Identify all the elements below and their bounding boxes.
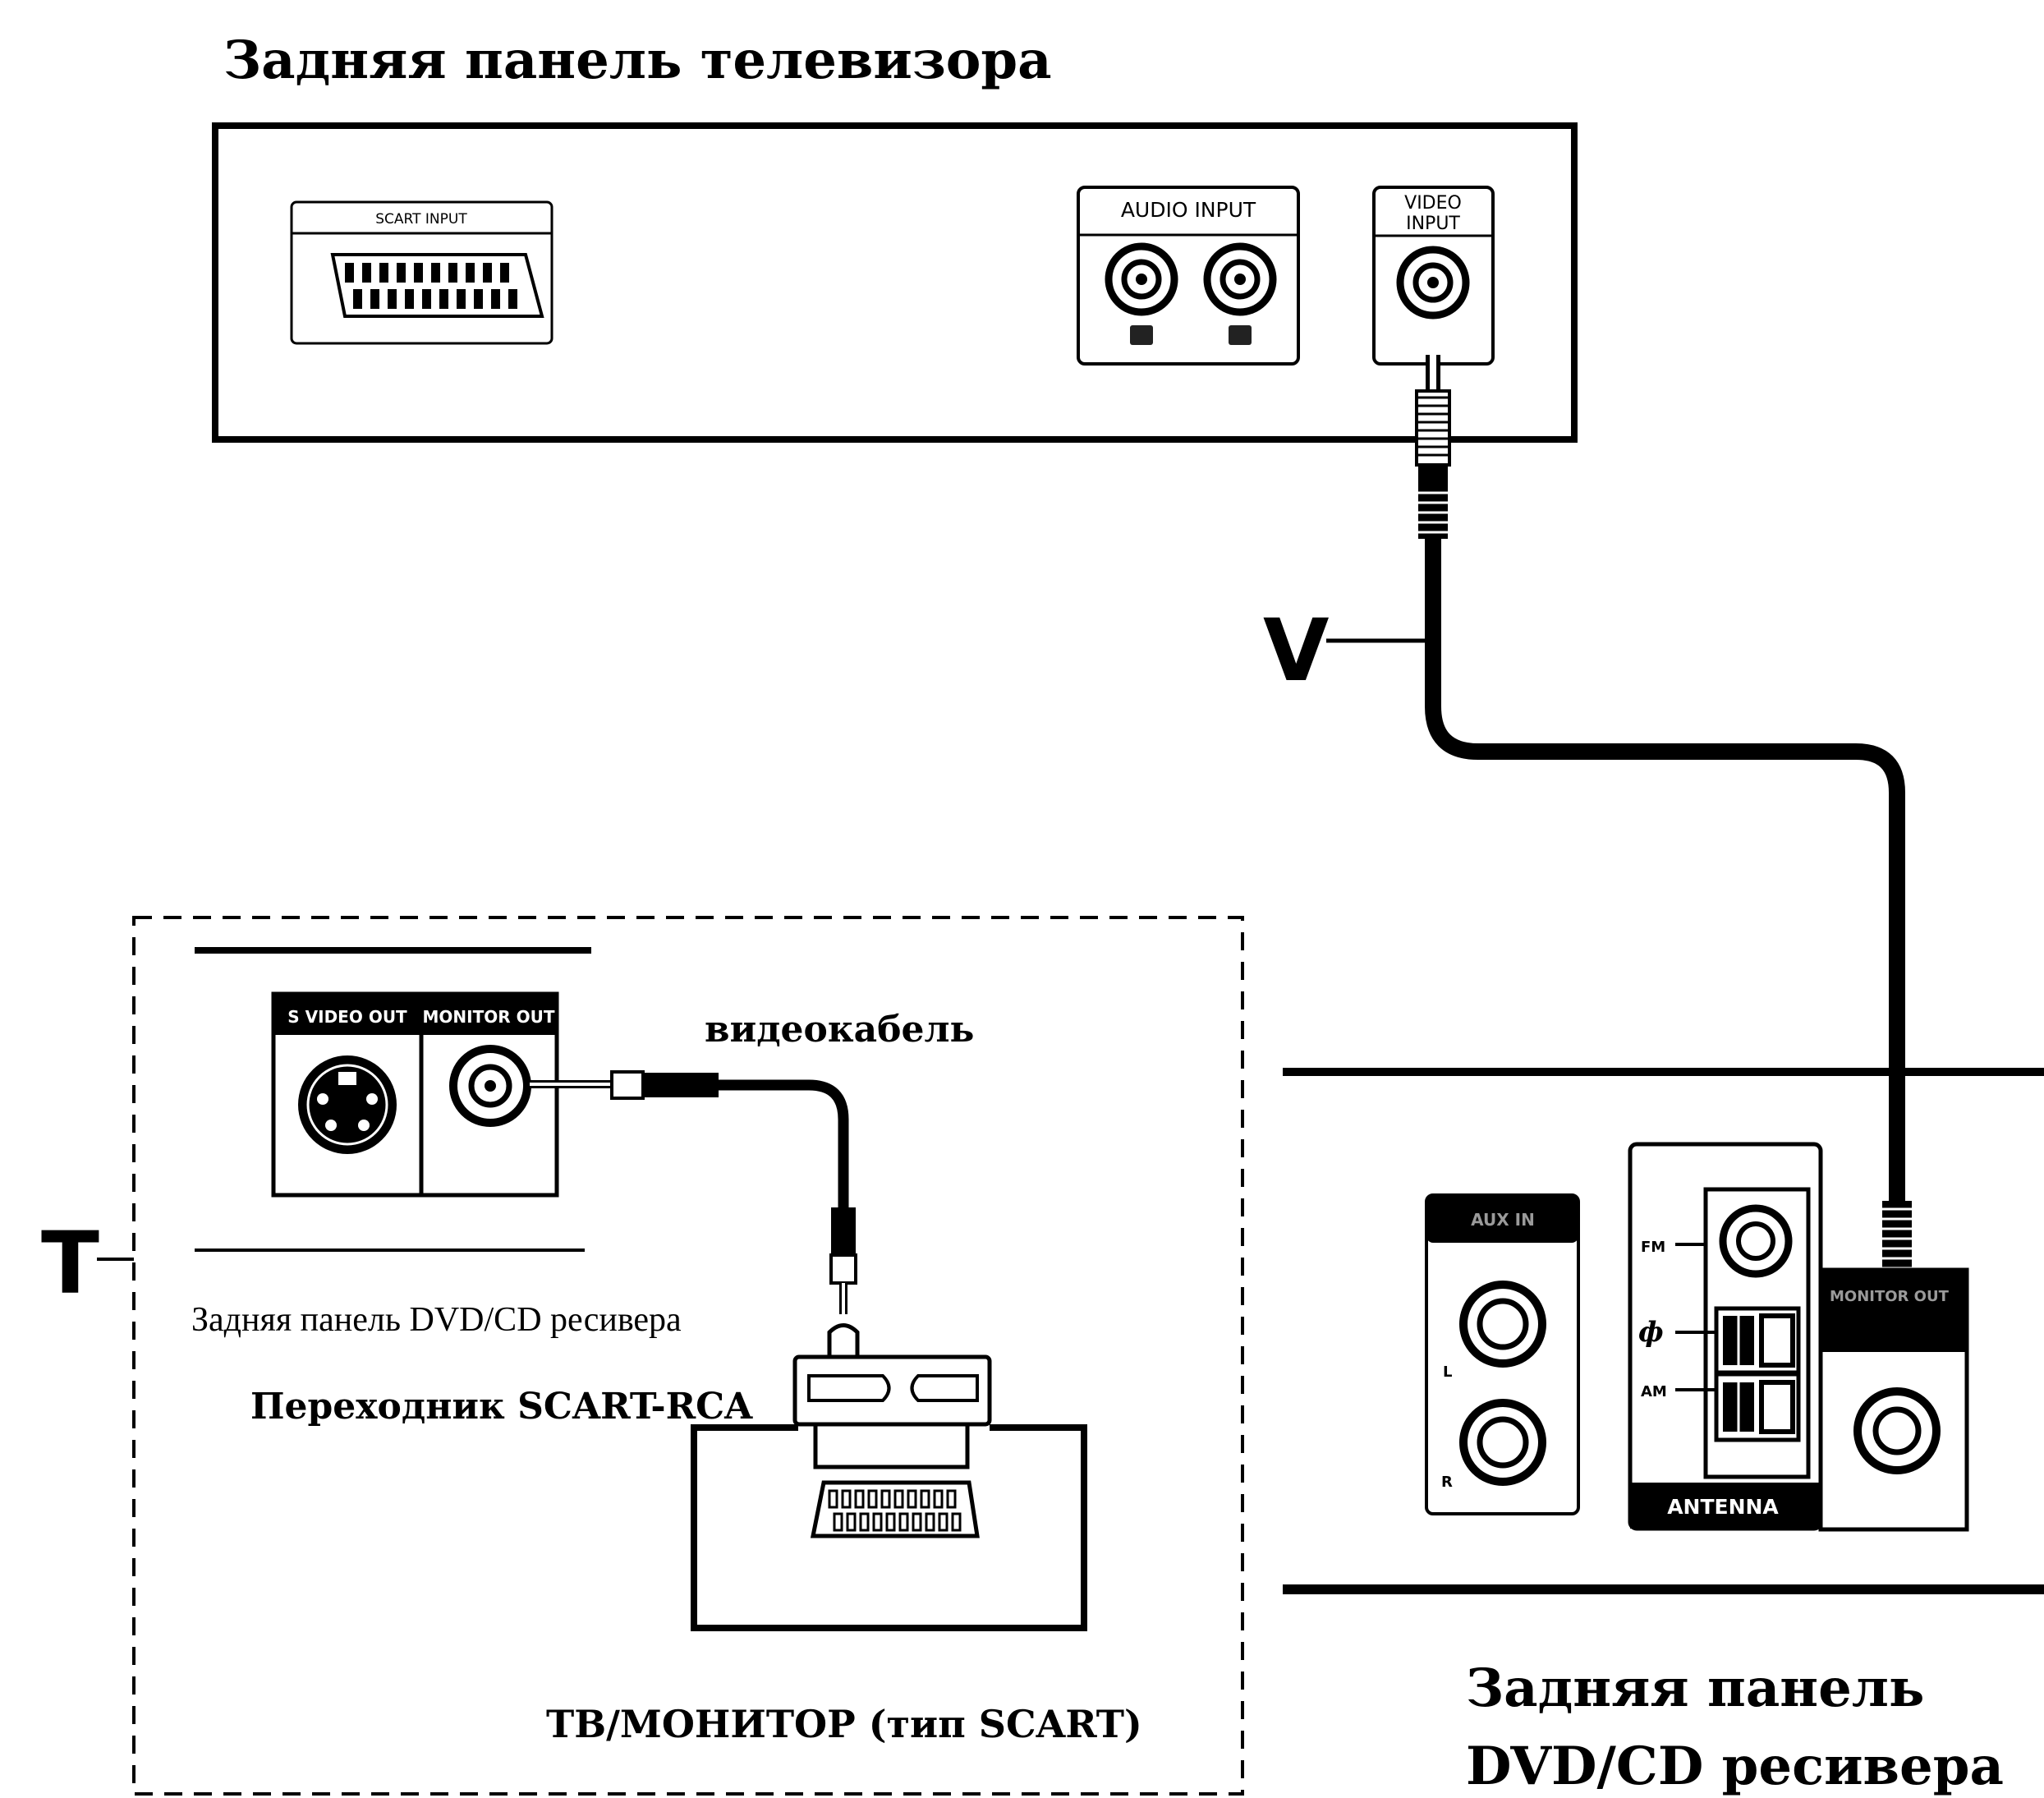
decorative-segment xyxy=(859,1512,870,1532)
scart-tv-label: ТВ/МОНИТОР (тип SCART) xyxy=(546,1702,1142,1746)
rca-jack-icon xyxy=(1459,1281,1546,1368)
decorative-segment xyxy=(508,289,517,309)
v-marker: V xyxy=(1263,600,1330,701)
ground-icon: ф xyxy=(1638,1316,1664,1349)
decorative-segment xyxy=(898,1512,909,1532)
tv-video-label-2: INPUT xyxy=(1406,214,1460,234)
decorative-segment xyxy=(405,289,414,309)
decorative-segment xyxy=(448,263,457,283)
monitor-out-label: MONITOR OUT xyxy=(423,1007,555,1027)
tv-scart-input: SCART INPUT xyxy=(290,200,553,345)
decorative-segment xyxy=(362,263,371,283)
am-terminal-icon xyxy=(1714,1306,1801,1442)
decorative-segment xyxy=(946,1489,957,1509)
monitor-jack-icon xyxy=(449,1045,531,1127)
receiver-monitor-label: MONITOR OUT xyxy=(1830,1288,1950,1305)
decorative-segment xyxy=(828,1489,838,1509)
tv-video-input: VIDEO INPUT xyxy=(1372,186,1495,366)
tv-audio-label: AUDIO INPUT xyxy=(1121,198,1256,222)
decorative-segment xyxy=(483,263,492,283)
rca-plug-top xyxy=(1415,355,1451,539)
decorative-segment xyxy=(388,289,397,309)
decorative-segment xyxy=(938,1512,949,1532)
aux-r-label: R xyxy=(1441,1474,1453,1491)
decorative-segment xyxy=(854,1489,865,1509)
decorative-segment xyxy=(457,289,466,309)
scart-tv xyxy=(691,1424,1087,1631)
decorative-segment xyxy=(833,1512,843,1532)
alternative-connection-box xyxy=(132,916,1244,1796)
decorative-segment xyxy=(841,1489,852,1509)
decorative-segment xyxy=(885,1512,896,1532)
t-marker: T xyxy=(41,1213,99,1313)
rca-jack-icon xyxy=(1203,242,1277,345)
antenna-label: ANTENNA xyxy=(1667,1495,1779,1519)
decorative-segment xyxy=(474,289,483,309)
am-label: AM xyxy=(1641,1383,1667,1400)
svideo-out-label: S VIDEO OUT xyxy=(287,1007,407,1027)
receiver-panel-title-2: DVD/CD ресивера xyxy=(1466,1736,2004,1797)
dvd-output-module: S VIDEO OUT MONITOR OUT xyxy=(271,991,559,1198)
decorative-segment xyxy=(370,289,379,309)
decorative-segment xyxy=(439,289,448,309)
rca-jack-icon xyxy=(1105,242,1178,345)
decorative-segment xyxy=(867,1489,878,1509)
aux-l-label: L xyxy=(1443,1363,1452,1381)
decorative-segment xyxy=(422,289,431,309)
receiver-aux-block: AUX IN L R xyxy=(1425,1193,1580,1515)
rca-jack-icon xyxy=(1459,1399,1546,1486)
aux-label: AUX IN xyxy=(1471,1210,1535,1230)
decorative-segment xyxy=(880,1489,891,1509)
decorative-segment xyxy=(893,1489,904,1509)
decorative-segment xyxy=(907,1489,917,1509)
receiver-antenna-block: ANTENNA FM ф AM xyxy=(1628,1142,1823,1531)
decorative-segment xyxy=(925,1512,935,1532)
decorative-segment xyxy=(872,1512,883,1532)
decorative-segment xyxy=(466,263,475,283)
adapter-label: Переходник SCART-RCA xyxy=(250,1386,753,1428)
decorative-segment xyxy=(491,289,500,309)
decorative-segment xyxy=(951,1512,962,1532)
fm-label: FM xyxy=(1641,1239,1665,1256)
fm-jack-icon xyxy=(1719,1204,1793,1278)
decorative-segment xyxy=(431,263,440,283)
tv-scart-label: SCART INPUT xyxy=(375,211,467,228)
scart-rca-adapter xyxy=(792,1323,992,1469)
rca-jack-icon xyxy=(1396,246,1470,320)
tv-video-label-1: VIDEO xyxy=(1404,193,1462,214)
scart-pins xyxy=(828,1489,962,1532)
decorative-segment xyxy=(912,1512,922,1532)
rca-jack-icon xyxy=(1853,1387,1941,1474)
decorative-segment xyxy=(353,289,362,309)
scart-pins xyxy=(345,263,517,309)
decorative-segment xyxy=(397,263,406,283)
decorative-segment xyxy=(920,1489,930,1509)
video-cable xyxy=(1425,534,1905,1203)
video-cable-label: видеокабель xyxy=(705,1009,974,1051)
svideo-jack-icon xyxy=(298,1055,397,1154)
decorative-segment xyxy=(846,1512,857,1532)
tv-panel-title: Задняя панель телевизора xyxy=(223,30,1052,91)
dvd-panel-label: Задняя панель DVD/CD ресивера xyxy=(191,1301,682,1339)
receiver-panel-title-1: Задняя панель xyxy=(1466,1658,1924,1719)
tv-audio-input: AUDIO INPUT xyxy=(1077,186,1300,366)
decorative-segment xyxy=(933,1489,944,1509)
decorative-segment xyxy=(414,263,423,283)
decorative-segment xyxy=(345,263,354,283)
decorative-segment xyxy=(500,263,509,283)
receiver-monitor-block: MONITOR OUT xyxy=(1818,1267,1969,1532)
decorative-segment xyxy=(379,263,388,283)
short-video-cable xyxy=(526,1070,857,1314)
